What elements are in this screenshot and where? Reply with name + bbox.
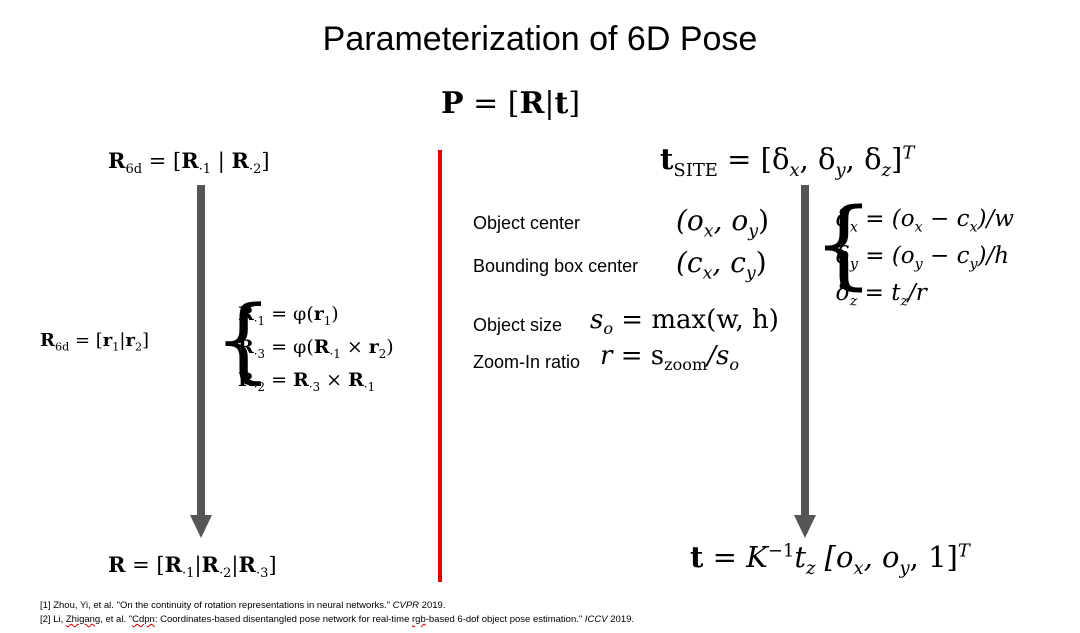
r6d-bar: | <box>211 149 232 173</box>
bbox-center-value: (cx, cy) <box>676 246 767 284</box>
bbox-center-label: Bounding box center <box>473 256 639 276</box>
rotation-arrow <box>190 185 212 538</box>
pose-t: t <box>554 86 569 121</box>
r1-vec: r <box>102 330 113 351</box>
translation-arrow <box>794 185 816 538</box>
zoom-label: Zoom-In ratio <box>473 352 581 372</box>
divider-line <box>438 150 442 582</box>
gram-schmidt-eq1: R·1 = φ(r1) <box>238 303 339 328</box>
slide-title: Parameterization of 6D Pose <box>322 20 758 58</box>
pose-formula: P = [R|t] <box>441 86 580 121</box>
reference-1: [1] Zhou, Yi, et al. "On the continuity … <box>40 600 446 611</box>
pose-R: R <box>519 86 545 121</box>
r6d-close: ] <box>261 149 270 173</box>
r6d-eq: = [ <box>142 149 182 173</box>
object-center-value: (ox, oy) <box>676 204 769 242</box>
rotation-matrix: R = [R·1|R·2|R·3] <box>108 552 277 582</box>
r-close: ] <box>142 330 150 351</box>
r2-sub: 2 <box>134 340 143 354</box>
delta-brace: { <box>813 188 875 300</box>
pose-close: ] <box>568 86 581 121</box>
r1-sub: 1 <box>112 340 120 354</box>
pose-symbol: P <box>441 86 464 121</box>
object-size-expr: so = max(w, h) <box>590 305 779 339</box>
object-center-label: Object center <box>473 213 581 233</box>
r6d-col2-sub: ·2 <box>248 162 262 178</box>
pose-eq: = [ <box>463 86 520 121</box>
r6d-col1-sub: ·1 <box>198 162 212 178</box>
gram-schmidt-eq2: R·3 = φ(R·1 × r2) <box>238 336 394 361</box>
delta-x-eq: δx = (ox − cx)/w <box>836 206 1014 236</box>
t-site-sub: SITE <box>673 159 718 181</box>
zoom-expr: r = szoom/so <box>600 341 740 375</box>
object-size-label: Object size <box>473 315 563 335</box>
rotation-brace: { <box>214 286 273 393</box>
r6d-vectors: R6d = [r1|r2] <box>40 330 150 354</box>
r-bar: | <box>119 330 126 351</box>
r6d-col2: R <box>231 148 249 173</box>
pose-sep: | <box>544 86 555 121</box>
translation-formula: t = K−1tz [ox, oy, 1]T <box>690 540 970 579</box>
gram-schmidt-eq3: R·2 = R·3 × R·1 <box>238 369 376 394</box>
delta-y-eq: δy = (oy − cy)/h <box>836 243 1010 273</box>
r2-vec: r <box>125 330 135 351</box>
delta-z-eq: δz = tz/r <box>836 280 927 310</box>
r6d-definition: R6d = [R·1 | R·2] <box>108 148 270 178</box>
r6d-sub: 6d <box>125 162 143 178</box>
t-site-definition: tSITE = [δx, δy, δz]T <box>660 142 915 181</box>
r6d-vectors-eq: = [ <box>69 330 103 351</box>
r6d-vectors-sub: 6d <box>54 340 70 354</box>
reference-2: [2] Li, Zhigang, et al. "Cdpn: Coordinat… <box>40 614 635 625</box>
r6d-col1: R <box>181 148 199 173</box>
